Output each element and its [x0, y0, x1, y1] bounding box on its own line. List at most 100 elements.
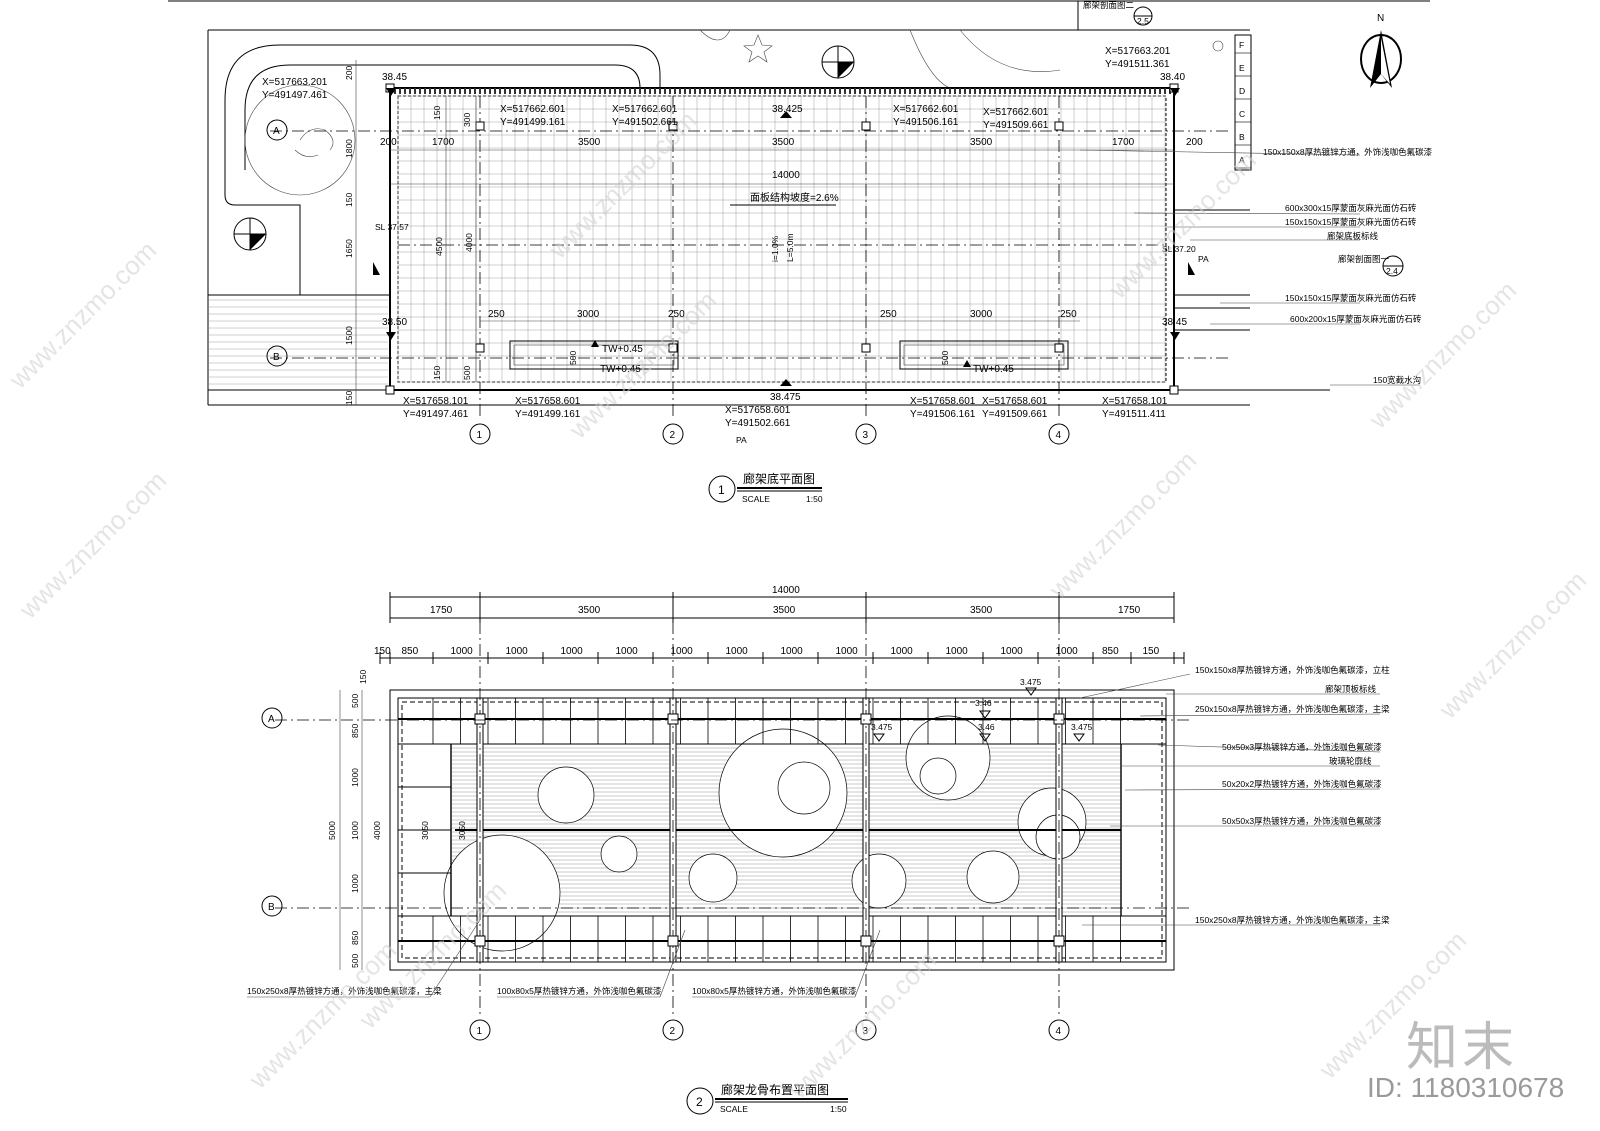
coord-bottom-y: Y=491509.661: [982, 409, 1048, 420]
dim-label: 1000: [506, 646, 529, 657]
axis-bubble-4: 4: [1048, 423, 1070, 445]
svg-text:B: B: [1239, 132, 1245, 142]
scale-label: SCALE: [742, 494, 770, 504]
dim-label: 1000: [1056, 646, 1079, 657]
dim-label: 1000: [561, 646, 584, 657]
plan1-labels: X=517663.201 Y=491497.461 X=517662.601 Y…: [262, 0, 1433, 504]
total-dim: 14000: [772, 585, 800, 596]
left-dim: 850: [350, 724, 360, 738]
elevation-label: 38.475: [770, 392, 801, 403]
coord-bottom-x: X=517658.601: [910, 396, 976, 407]
plan2-title: 廊架龙骨布置平面图: [721, 1082, 829, 1097]
dim-label: 250: [488, 309, 505, 320]
mid-slope: i=1.0%: [770, 235, 780, 262]
callout-text: 150x150x8厚热镀锌方通，外饰浅咖色氟碳漆，立柱: [1195, 665, 1390, 675]
sl-label: SL 37.20: [1162, 244, 1196, 254]
inner-dim: 150: [432, 366, 442, 380]
brand-watermark: 知末: [1406, 1018, 1519, 1078]
axis-bubble-3: 3: [855, 423, 877, 445]
dim-label: 3500: [970, 605, 993, 616]
callout-text: 150x150x15厚蒙面灰麻光面仿石砖: [1285, 217, 1417, 227]
slope-label: 面板结构坡度=2.6%: [750, 191, 839, 204]
direction-marker-icon: [821, 45, 855, 79]
elevation-label: 3.475: [871, 722, 893, 732]
left-dim: 5000: [327, 821, 337, 840]
dim-label: 3000: [970, 309, 993, 320]
axis-bubble-2: 2: [662, 1019, 684, 1041]
svg-text:2.4: 2.4: [1386, 266, 1398, 276]
dim-label: 1000: [836, 646, 859, 657]
dim-label: 1000: [726, 646, 749, 657]
dim-label: 1000: [781, 646, 804, 657]
bench-dim: 500: [940, 351, 950, 365]
left-paving: [208, 299, 388, 385]
coord-bottom-x: X=517658.101: [1102, 396, 1168, 407]
callout-text: 600x200x15厚蒙面灰麻光面仿石砖: [1290, 314, 1422, 324]
callout-text: 250x150x8厚热镀锌方通，外饰浅咖色氟碳漆，主梁: [1195, 704, 1390, 714]
coord-bottom-x: X=517658.101: [403, 396, 469, 407]
watermark-text: www.znzmo.com: [1432, 565, 1592, 725]
callout-text: 廊架底板标线: [1327, 231, 1379, 241]
axis-bubble-3: 3: [855, 1019, 877, 1041]
svg-text:4: 4: [1056, 430, 1062, 441]
svg-text:廊架剖面图二: 廊架剖面图二: [1083, 0, 1135, 10]
dim-label: 250: [668, 309, 685, 320]
axis-bubble-1: 1: [469, 1019, 491, 1041]
coord-top-x: X=517663.201: [262, 77, 328, 88]
tw-label: TW+0.45: [600, 364, 641, 375]
tw-label: TW+0.45: [602, 344, 643, 355]
dim-label: 1000: [946, 646, 969, 657]
watermark-text: www.znzmo.com: [2, 235, 162, 395]
coord-top-y: Y=491509.661: [983, 120, 1049, 131]
dim-label: 1000: [671, 646, 694, 657]
coord-top-x: X=517663.201: [1105, 46, 1171, 57]
svg-text:A: A: [268, 714, 275, 725]
left-dim: 1500: [344, 326, 354, 345]
callout-text: 150宽截水沟: [1373, 375, 1421, 385]
callout-text: 600x300x15厚蒙面灰麻光面仿石砖: [1285, 203, 1417, 213]
dim-label: 1000: [891, 646, 914, 657]
column-post: [668, 121, 678, 131]
dim-label: 1000: [616, 646, 639, 657]
svg-text:N: N: [1377, 13, 1384, 24]
axis-bubble-a: A: [266, 119, 288, 141]
elevation-label: 38.50: [382, 317, 407, 328]
elevation-label: 3.46: [975, 698, 992, 708]
coord-top-y: Y=491497.461: [262, 90, 328, 101]
plan1-title: 廊架底平面图: [743, 471, 815, 486]
column-post: [1054, 343, 1064, 353]
column-post: [861, 121, 871, 131]
coord-bottom-y: Y=491511.411: [1102, 409, 1166, 420]
left-dim: 1000: [350, 768, 360, 787]
svg-text:2: 2: [670, 430, 676, 441]
svg-text:E: E: [1239, 63, 1245, 73]
callout-text: 150x250x8厚热镀锌方通，外饰浅咖色氟碳漆，主梁: [1195, 915, 1390, 925]
inner-dim: 300: [462, 113, 472, 127]
svg-text:1: 1: [477, 1026, 483, 1037]
svg-text:2.5: 2.5: [1137, 16, 1149, 26]
watermark-text: www.znzmo.com: [1042, 445, 1202, 605]
scale-value: 1:50: [806, 494, 823, 504]
elevation-label: 3.475: [1071, 722, 1093, 732]
dim-label: 3500: [772, 137, 795, 148]
elevation-label: 38.45: [1162, 317, 1187, 328]
dim-label: 3500: [578, 605, 601, 616]
left-dim: 1000: [350, 821, 360, 840]
svg-text:A: A: [273, 126, 280, 137]
coord-bottom-x: X=517658.601: [982, 396, 1048, 407]
watermark-text: www.znzmo.com: [1102, 145, 1262, 305]
scale-label: SCALE: [720, 1104, 748, 1114]
elevation-label: 3.46: [978, 722, 995, 732]
elevation-label: 38.425: [772, 104, 803, 115]
coord-top-y: Y=491499.161: [500, 117, 566, 128]
callout-text: 150x250x8厚热镀锌方通，外饰浅咖色氟碳漆，主梁: [247, 986, 442, 996]
callout-text: 150x150x15厚蒙面灰麻光面仿石砖: [1285, 293, 1417, 303]
dim-label: 1000: [451, 646, 474, 657]
total-dim: 14000: [772, 170, 800, 181]
floor-tile-grid: [394, 88, 1171, 383]
dim-label: 850: [1102, 646, 1119, 657]
section-ref-top: 廊架剖面图二 2.5: [1077, 0, 1153, 30]
coord-bottom-y: Y=491497.461: [403, 409, 469, 420]
